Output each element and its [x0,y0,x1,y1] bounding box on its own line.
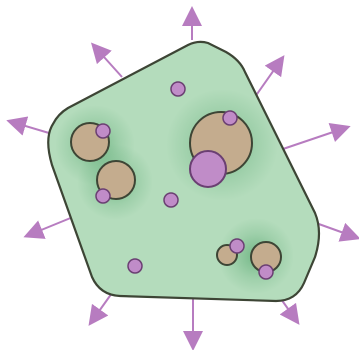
arrow-icon [29,217,73,235]
arrow-icon [280,128,345,150]
arrow-icon [12,122,49,133]
vesicle-dot [223,111,237,125]
vesicle-dot [96,124,110,138]
vesicle-dot [128,259,142,273]
arrow-icon [92,293,112,321]
vesicle-dot [259,265,273,279]
arrow-icon [316,223,355,237]
vesicle-dot [190,151,226,187]
vesicle-dot [171,82,185,96]
vesicle-dot [96,189,110,203]
vesicle-dot [164,193,178,207]
arrow-icon [95,47,122,77]
vesicle-dot [230,239,244,253]
